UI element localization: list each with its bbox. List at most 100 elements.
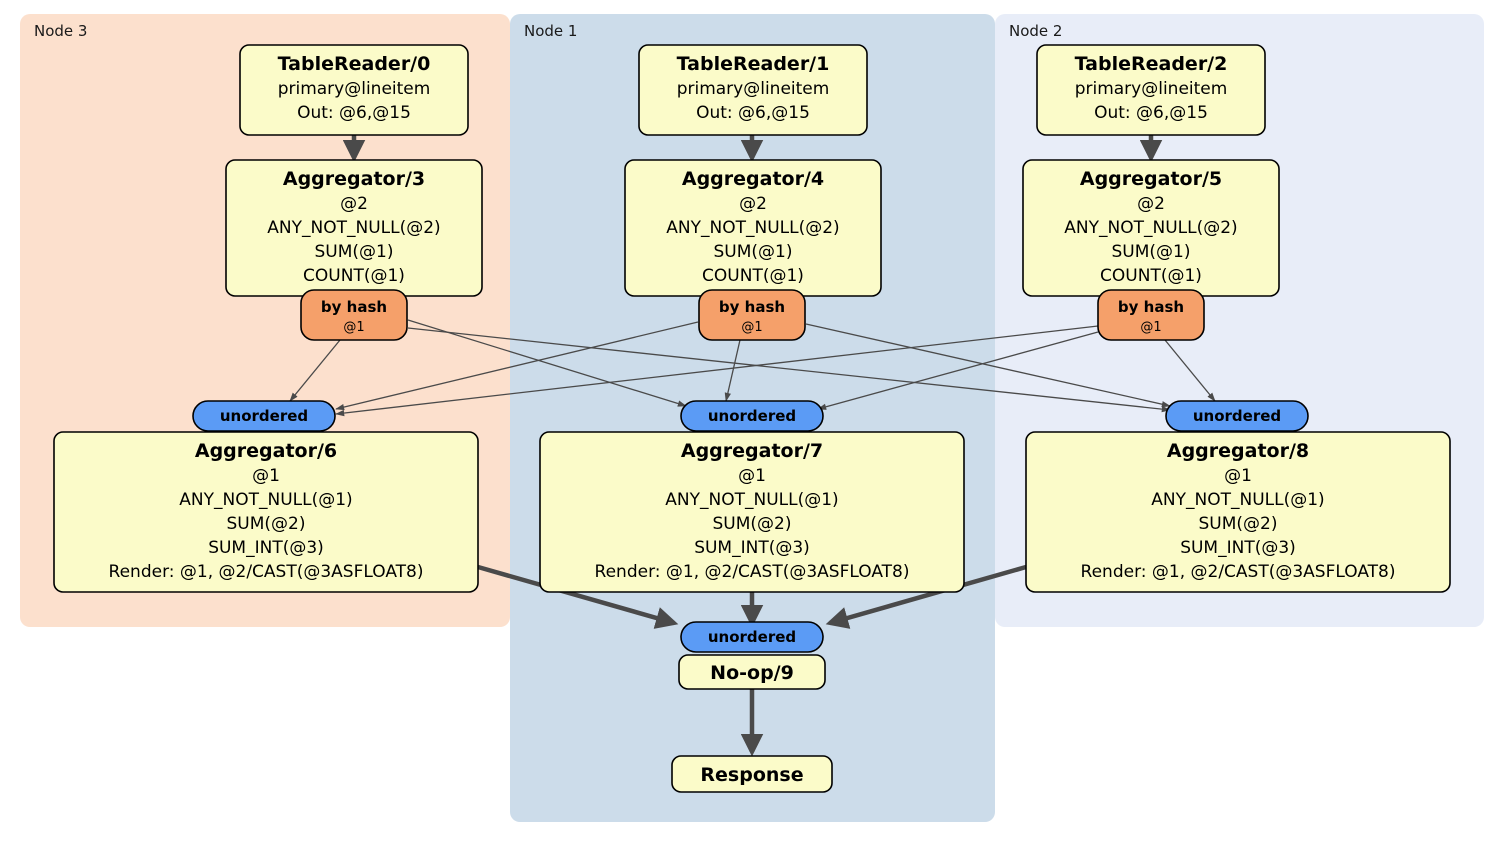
hash-pill-title: by hash — [719, 298, 785, 316]
box-background — [1025, 431, 1451, 593]
edge-byhash4-to-unordered-right — [805, 323, 1171, 408]
box-detail-line: SUM(@2) — [227, 514, 306, 534]
box-detail-line: Out: @6,@15 — [297, 103, 411, 123]
hash-pill-title: by hash — [321, 298, 387, 316]
unordered-pill-label: unordered — [1193, 407, 1281, 425]
box-detail-line: ANY_NOT_NULL(@1) — [1151, 490, 1324, 510]
box-detail-line: @1 — [738, 466, 766, 486]
box-detail-line: primary@lineitem — [278, 79, 431, 99]
box-detail-line: @2 — [1137, 194, 1165, 214]
box-title: Aggregator/8 — [1167, 440, 1309, 462]
box-detail-line: @2 — [739, 194, 767, 214]
processor-box-noop9[interactable]: No-op/9 — [678, 654, 826, 690]
box-title: Aggregator/3 — [283, 168, 425, 190]
node-panel-label: Node 2 — [1009, 22, 1062, 40]
edge-byhash4-to-unordered-left — [335, 321, 699, 411]
edge-byhash4-to-unordered-center — [724, 339, 741, 402]
stream-pill-unordered-center[interactable]: unordered — [680, 400, 824, 432]
box-detail-line: Out: @6,@15 — [1094, 103, 1208, 123]
box-detail-line: SUM(@1) — [315, 242, 394, 262]
unordered-pill-background — [192, 400, 336, 432]
hash-router-byhash3[interactable]: by hash @1 — [300, 289, 408, 341]
box-detail-line: COUNT(@1) — [303, 266, 405, 286]
box-title: No-op/9 — [710, 662, 794, 684]
processor-box-response[interactable]: Response — [671, 755, 833, 793]
edge-byhash3-to-unordered-center — [407, 319, 687, 407]
box-background — [1036, 44, 1266, 136]
box-background — [53, 431, 479, 593]
edge-byhash5-to-unordered-center — [817, 331, 1099, 410]
box-background — [638, 44, 868, 136]
edge-aggregator8-to-unordered-final — [825, 564, 1027, 629]
unordered-pill-label: unordered — [708, 407, 796, 425]
box-detail-line: @1 — [252, 466, 280, 486]
box-detail-line: ANY_NOT_NULL(@2) — [267, 218, 440, 238]
box-title: Aggregator/7 — [681, 440, 823, 462]
box-detail-line: @1 — [1224, 466, 1252, 486]
node-panel-label: Node 3 — [34, 22, 87, 40]
stream-pill-unordered-left[interactable]: unordered — [192, 400, 336, 432]
box-detail-line: SUM_INT(@3) — [208, 538, 324, 558]
stream-pill-unordered-right[interactable]: unordered — [1165, 400, 1309, 432]
hash-router-byhash4[interactable]: by hash @1 — [698, 289, 806, 341]
box-detail-line: primary@lineitem — [677, 79, 830, 99]
box-detail-line: SUM_INT(@3) — [694, 538, 810, 558]
box-detail-line: primary@lineitem — [1075, 79, 1228, 99]
unordered-pill-background — [1165, 400, 1309, 432]
hash-pill-column: @1 — [1140, 320, 1161, 335]
unordered-pill-background — [680, 400, 824, 432]
box-title: Aggregator/5 — [1080, 168, 1222, 190]
edge-aggregator6-to-unordered-final — [477, 564, 679, 629]
box-title: TableReader/2 — [1075, 53, 1228, 75]
stream-pills: by hash @1 by hash @1 by hash @1 unordered unor… — [192, 289, 1309, 653]
box-title: TableReader/1 — [677, 53, 830, 75]
processor-box-aggregator6[interactable]: Aggregator/6@1ANY_NOT_NULL(@1)SUM(@2)SUM… — [53, 431, 479, 593]
edge-byhash3-to-unordered-left — [289, 339, 341, 402]
box-background — [539, 431, 965, 593]
box-detail-line: SUM(@2) — [713, 514, 792, 534]
hash-pill-column: @1 — [343, 320, 364, 335]
hash-pill-column: @1 — [741, 320, 762, 335]
box-detail-line: Render: @1, @2/CAST(@3ASFLOAT8) — [109, 562, 424, 582]
hash-pill-background — [300, 289, 408, 341]
unordered-pill-background — [680, 621, 824, 653]
box-detail-line: ANY_NOT_NULL(@2) — [1064, 218, 1237, 238]
edge-byhash5-to-unordered-left — [335, 325, 1099, 417]
box-detail-line: COUNT(@1) — [702, 266, 804, 286]
box-background — [671, 755, 833, 793]
box-title: TableReader/0 — [278, 53, 431, 75]
box-detail-line: Out: @6,@15 — [696, 103, 810, 123]
box-title: Aggregator/4 — [682, 168, 824, 190]
box-detail-line: Render: @1, @2/CAST(@3ASFLOAT8) — [1081, 562, 1396, 582]
box-detail-line: SUM(@2) — [1199, 514, 1278, 534]
box-detail-line: ANY_NOT_NULL(@2) — [666, 218, 839, 238]
box-background — [239, 44, 469, 136]
edges-layer — [289, 135, 1216, 757]
edge-byhash3-to-unordered-right — [407, 327, 1171, 413]
stream-pill-unordered-final[interactable]: unordered — [680, 621, 824, 653]
hash-pill-background — [1097, 289, 1205, 341]
box-title: Aggregator/6 — [195, 440, 337, 462]
unordered-pill-label: unordered — [220, 407, 308, 425]
box-detail-line: @2 — [340, 194, 368, 214]
box-detail-line: SUM(@1) — [1112, 242, 1191, 262]
node-panel-label: Node 1 — [524, 22, 577, 40]
hash-router-byhash5[interactable]: by hash @1 — [1097, 289, 1205, 341]
edge-byhash5-to-unordered-right — [1164, 339, 1216, 402]
unordered-pill-label: unordered — [708, 628, 796, 646]
box-detail-line: ANY_NOT_NULL(@1) — [665, 490, 838, 510]
box-detail-line: COUNT(@1) — [1100, 266, 1202, 286]
box-detail-line: SUM(@1) — [714, 242, 793, 262]
box-detail-line: SUM_INT(@3) — [1180, 538, 1296, 558]
hash-pill-title: by hash — [1118, 298, 1184, 316]
